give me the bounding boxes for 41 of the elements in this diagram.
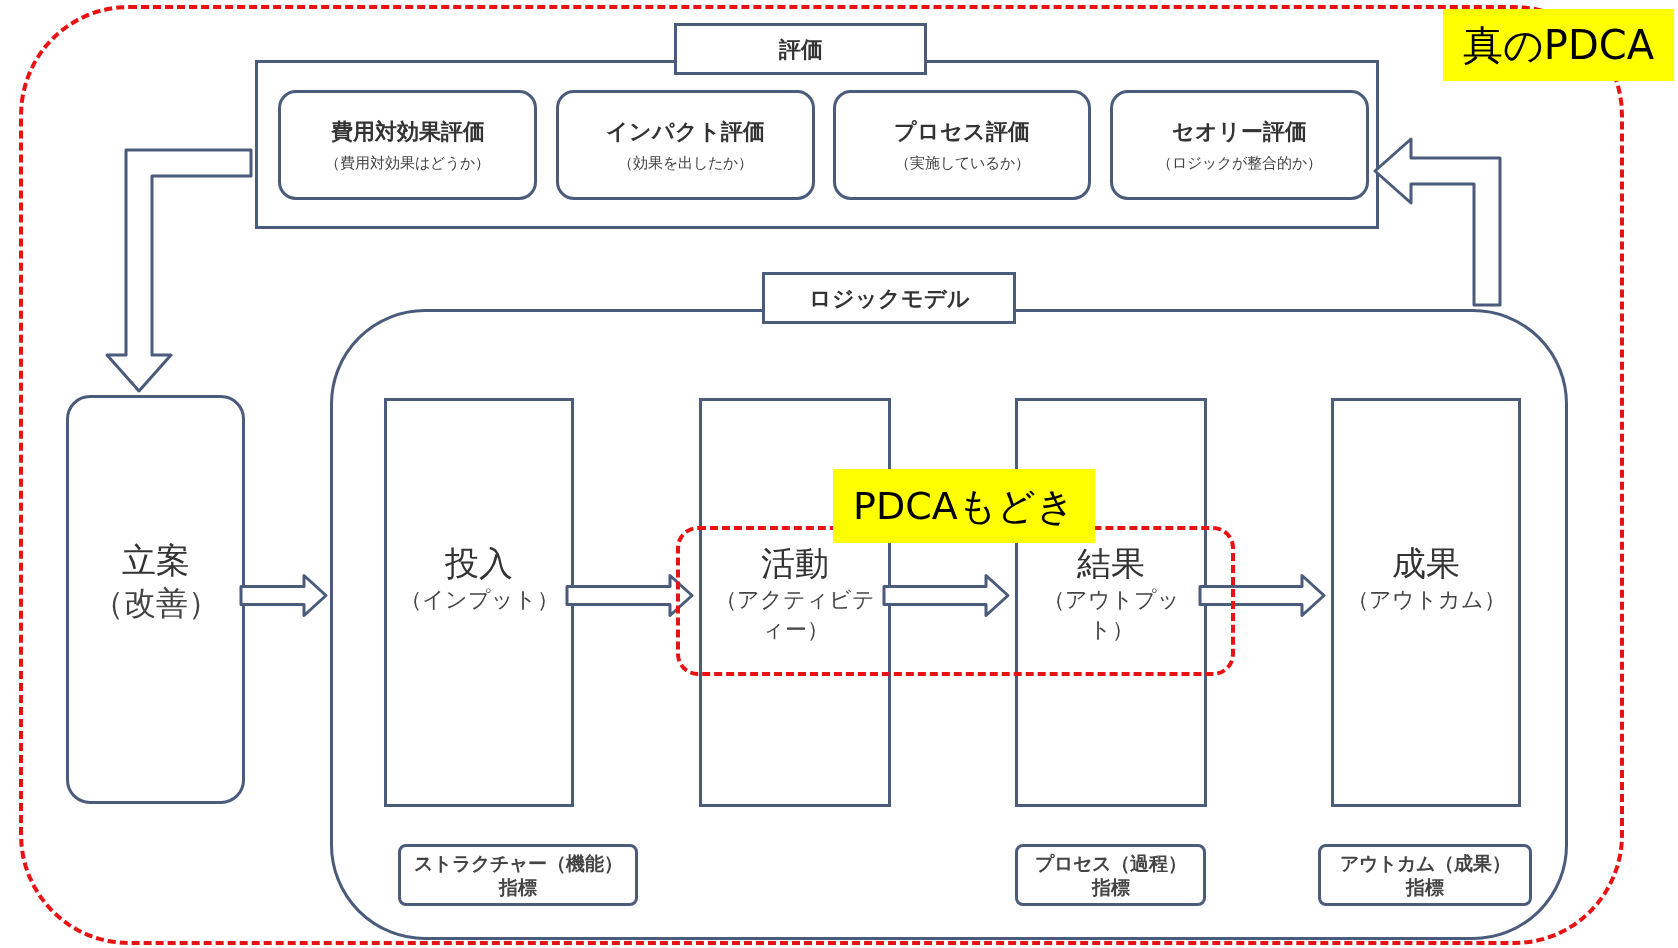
stage-title: 活動 [761,542,829,585]
stage-subtitle: （改善） [91,583,220,624]
stage-subtitle: （アクティビティー） [714,586,876,644]
box-subtext: （実施しているか） [894,153,1030,175]
indicator-label: プロセス（過程）指標 [1033,851,1188,899]
stage-title: 立案 [121,539,190,582]
indicator-box [398,844,638,906]
box-subtext: （効果を出したか） [618,153,753,175]
evaluation-box [1110,90,1369,200]
box-heading: セオリー評価 [1172,118,1307,147]
block-arrow [1373,137,1502,307]
stage-title: 投入 [445,542,513,585]
stage-title: 結果 [1077,542,1145,585]
stage-subtitle: （アウトプット） [1041,586,1181,644]
box-heading: プロセス評価 [894,118,1030,147]
indicator-box [1015,844,1206,906]
block-arrow [882,574,1010,617]
frame-label: PDCAもどき [833,469,1095,543]
frame-label: 真のPDCA [1442,9,1674,81]
stage-subtitle: （アウトカム） [1346,586,1506,614]
block-arrow [1198,574,1326,617]
group-title-tab: ロジックモデル [762,272,1016,324]
box-heading: インパクト評価 [606,118,765,147]
stage-title: 成果 [1392,542,1460,585]
indicator-label: アウトカム（成果）指標 [1338,851,1512,899]
indicator-box [1318,844,1532,906]
stage-box [1331,398,1521,807]
evaluation-box [833,90,1091,200]
box-subtext: （費用対効果はどうか） [325,153,490,175]
evaluation-box [278,90,537,200]
stage-subtitle: （インプット） [399,586,559,614]
evaluation-box [556,90,815,200]
indicator-label: ストラクチャー（機能）指標 [413,851,623,899]
block-arrow [565,574,694,617]
stage-box [384,398,574,807]
box-subtext: （ロジックが整合的か） [1157,153,1322,175]
block-arrow [105,148,253,393]
stage-box [66,395,245,804]
group-title-tab: 評価 [674,23,927,75]
box-heading: 費用対効果評価 [330,118,485,147]
block-arrow [239,574,328,617]
